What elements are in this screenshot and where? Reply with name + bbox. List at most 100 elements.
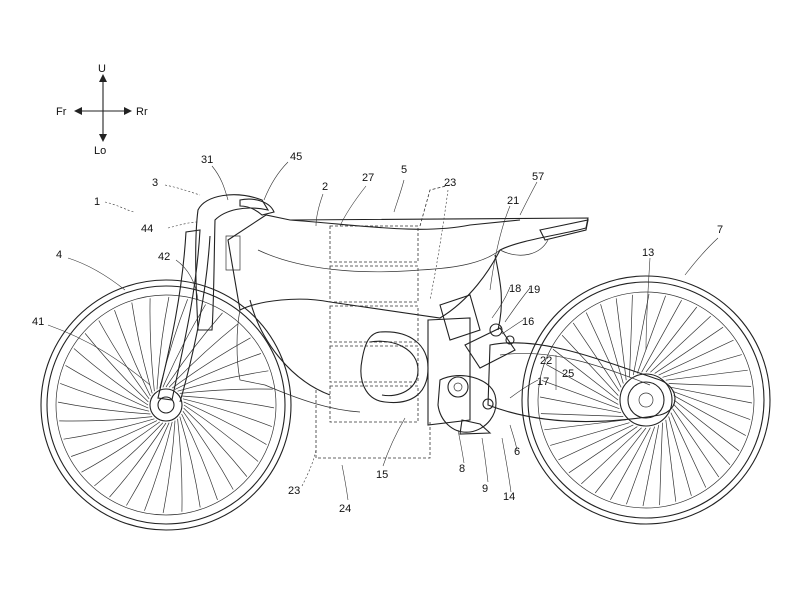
drive-assembly (437, 375, 497, 435)
wheel-vane (126, 422, 170, 506)
ref-25: 25 (562, 368, 574, 380)
wheel-vane (177, 370, 269, 392)
wheel-vane (650, 315, 711, 373)
wheel-vane (645, 306, 698, 373)
wheel-vane (626, 426, 656, 505)
wheel-vane (568, 426, 638, 474)
ref-9: 9 (482, 483, 488, 495)
wheel-vane (541, 380, 620, 410)
ref-8: 8 (459, 463, 465, 475)
wheel-vane (539, 396, 622, 414)
wheel-vane (109, 422, 167, 498)
wheel-vane (171, 337, 251, 389)
leader-lines (47, 161, 719, 501)
wheel-vane (70, 420, 158, 457)
wheel-vane (181, 395, 275, 409)
wheel-vane (544, 419, 627, 431)
motor-unit (360, 317, 471, 426)
wheel-vane (149, 298, 155, 392)
wheel-vane (60, 383, 150, 412)
ref-21: 21 (507, 195, 519, 207)
wheel-vane (654, 326, 724, 374)
wheel-vane (665, 419, 677, 502)
wheel-vane (162, 420, 176, 514)
wheel-vane (168, 323, 238, 388)
wheel-vane (670, 386, 753, 404)
wheel-vane (73, 348, 149, 406)
wheel-vane (585, 312, 622, 388)
front-wheel-vanes (57, 296, 275, 514)
wheel-vane (670, 412, 707, 488)
wheel-vane (131, 302, 153, 394)
front-wheel (40, 279, 292, 531)
wheel-vane (600, 304, 624, 384)
dir-rear-label: Rr (136, 106, 148, 118)
wheel-vane (156, 296, 170, 390)
dir-low-label: Lo (94, 145, 106, 157)
wheel-vane (84, 333, 149, 403)
ref-24: 24 (339, 503, 351, 515)
wheel-vane (641, 300, 682, 373)
reference-numerals: 1 2 3 4 5 6 7 8 9 13 14 15 16 17 18 19 2… (32, 151, 723, 515)
wheel-vane (673, 395, 746, 436)
ref-1: 1 (94, 196, 100, 208)
wheel-vane (179, 416, 201, 508)
rear-wheel-vanes (539, 293, 753, 507)
wheel-vane (610, 427, 651, 500)
wheel-vane (546, 364, 619, 405)
ref-22: 22 (540, 355, 552, 367)
dir-up-label: U (98, 63, 106, 75)
swing-arm (487, 342, 676, 423)
ref-19: 19 (528, 284, 540, 296)
wheel-vane (183, 404, 259, 462)
wheel-vane (65, 365, 149, 409)
ref-27: 27 (362, 172, 374, 184)
wheel-vane (673, 404, 731, 465)
wheel-vane (594, 427, 647, 494)
wheel-vane (63, 418, 155, 440)
ref-17: 17 (537, 376, 549, 388)
wheel-vane (182, 410, 234, 490)
ref-14: 14 (503, 491, 515, 503)
wheel-vane (672, 390, 751, 420)
wheel-vane (668, 416, 692, 496)
battery-housing (315, 184, 451, 459)
wheel-vane (572, 322, 620, 392)
wheel-vane (550, 422, 630, 446)
ref-18: 18 (509, 283, 521, 295)
ref-42: 42 (158, 251, 170, 263)
wheel-vane (181, 413, 218, 501)
wheel-vane (174, 353, 262, 390)
wheel-vane (629, 294, 633, 378)
ref-57: 57 (532, 171, 544, 183)
wheel-vane (665, 369, 748, 381)
rear-wheel (521, 275, 771, 525)
wheel-vane (144, 421, 173, 511)
ref-6: 6 (514, 446, 520, 458)
wheel-vane (552, 348, 619, 401)
rear-suspension (439, 254, 516, 369)
wheel-vane (98, 320, 150, 400)
wheel-vane (177, 418, 183, 512)
wheel-vane (668, 383, 752, 387)
dir-front-label: Fr (56, 106, 67, 118)
wheel-vane (561, 335, 619, 396)
wheel-vane (642, 424, 660, 507)
wheel-vane (94, 422, 164, 487)
wheel-vane (662, 354, 742, 378)
ref-5: 5 (401, 164, 407, 176)
ref-2: 2 (322, 181, 328, 193)
wheel-vane (182, 398, 272, 427)
direction-indicator: U Lo Fr Rr (56, 63, 148, 157)
ref-16: 16 (522, 316, 534, 328)
ref-4: 4 (56, 249, 62, 261)
ref-13: 13 (642, 247, 654, 259)
wheel-vane (183, 407, 248, 477)
wheel-vane (658, 339, 734, 376)
wheel-vane (581, 427, 642, 485)
wheel-vane (673, 399, 740, 452)
front-cowl (195, 194, 275, 331)
ref-31: 31 (201, 154, 213, 166)
ref-7: 7 (717, 224, 723, 236)
